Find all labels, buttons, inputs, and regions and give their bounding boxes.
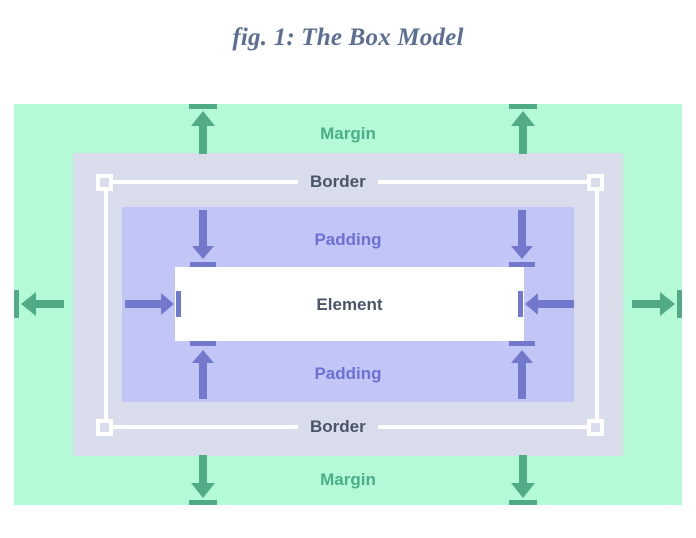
box-model-diagram: Margin Margin Border Border Padding Padd… [14, 104, 682, 505]
figure-title: fig. 1: The Box Model [232, 24, 464, 51]
border-rule-right [595, 180, 599, 429]
margin-arrow-top-right [506, 104, 540, 154]
border-rule-left [104, 180, 108, 429]
padding-arrow-right [518, 291, 574, 317]
margin-label-top: Margin [320, 124, 376, 143]
border-handle-top-left[interactable] [96, 174, 113, 191]
padding-arrow-left [125, 291, 181, 317]
border-handle-top-right[interactable] [587, 174, 604, 191]
padding-label-top: Padding [314, 230, 382, 249]
margin-arrow-left [14, 287, 64, 321]
margin-arrow-bottom-right [506, 455, 540, 505]
padding-arrow-bottom-left [190, 341, 216, 399]
border-label-bottom: Border [298, 417, 378, 437]
element-layer [175, 267, 524, 341]
margin-arrow-right [632, 287, 682, 321]
border-label-top: Border [298, 172, 378, 192]
padding-arrow-top-right [509, 210, 535, 268]
border-handle-bottom-left[interactable] [96, 419, 113, 436]
margin-arrow-bottom-left [186, 455, 220, 505]
padding-arrow-bottom-right [509, 341, 535, 399]
border-handle-bottom-right[interactable] [587, 419, 604, 436]
element-label: Element [316, 295, 383, 314]
margin-label-bottom: Margin [320, 470, 376, 489]
padding-arrow-top-left [190, 210, 216, 268]
margin-arrow-top-left [186, 104, 220, 154]
padding-label-bottom: Padding [314, 364, 382, 383]
